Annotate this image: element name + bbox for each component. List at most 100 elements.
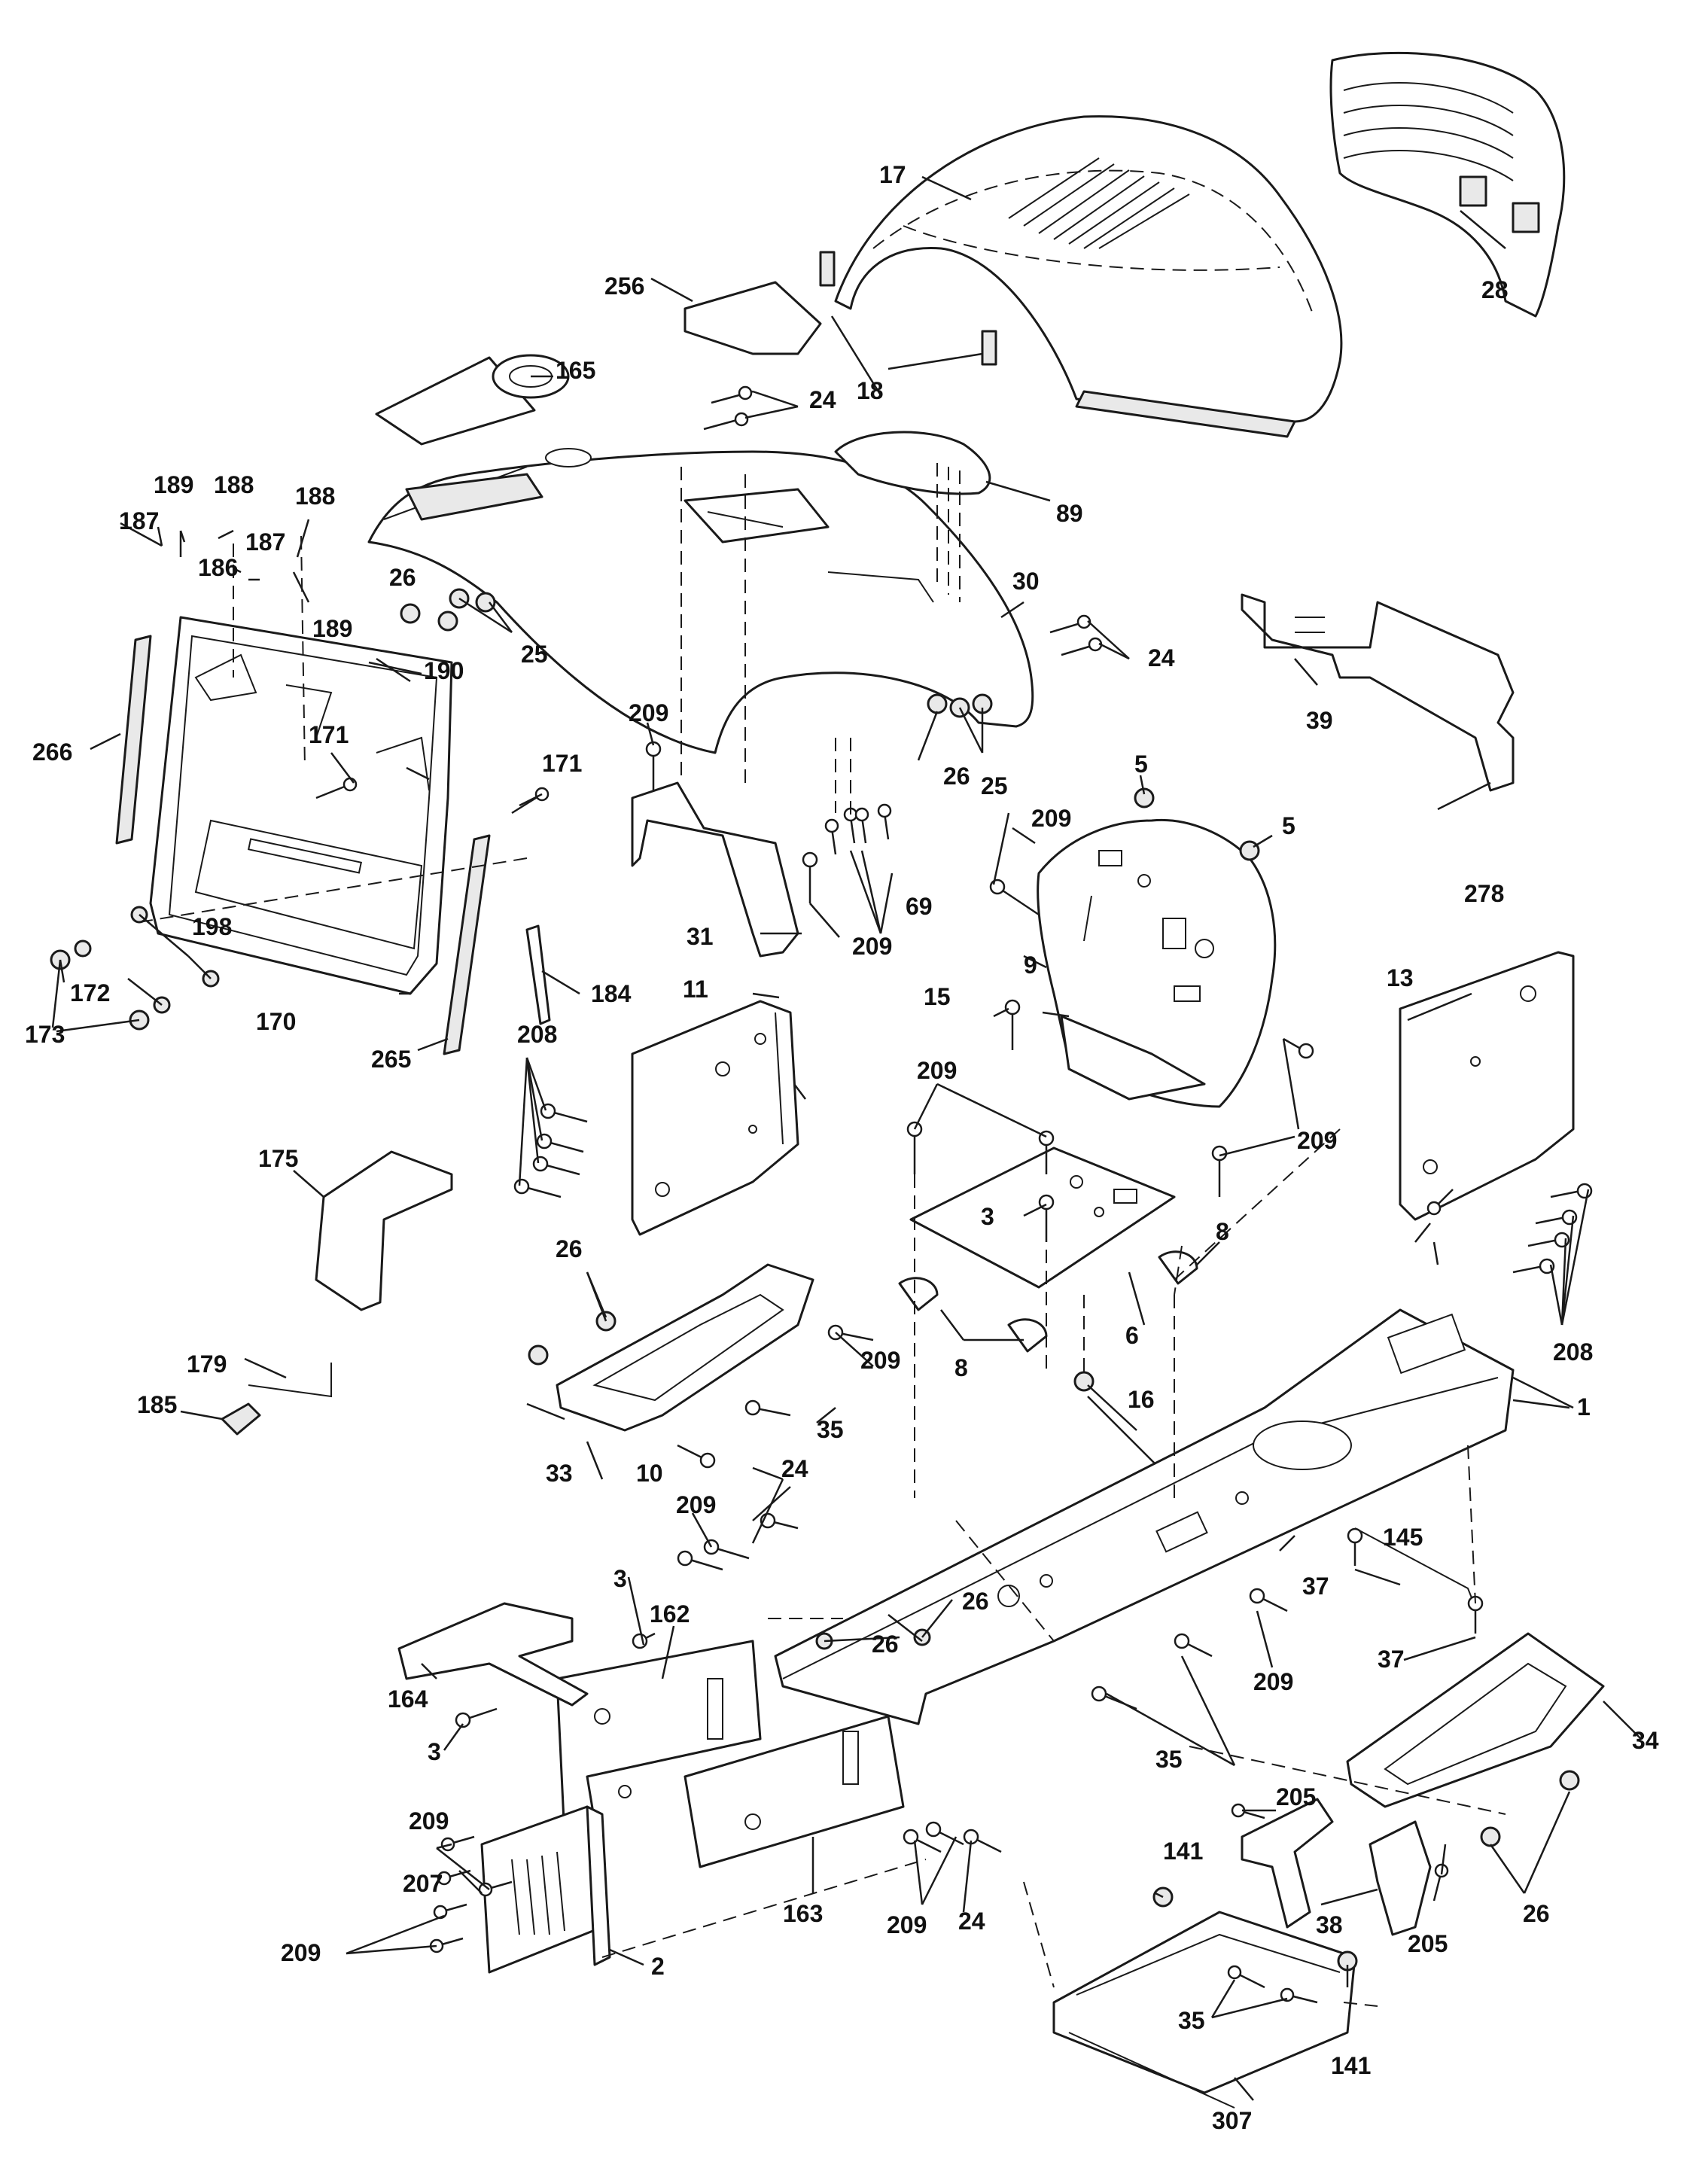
- callout-208-a: 208: [517, 1021, 557, 1048]
- callout-11: 11: [683, 976, 708, 1003]
- callout-26-e: 26: [872, 1631, 899, 1658]
- callout-6: 6: [1125, 1322, 1139, 1349]
- fuel-door-part-165: [375, 354, 570, 446]
- rod-part-184: [525, 924, 551, 1025]
- callout-198: 198: [192, 913, 232, 940]
- callout-17: 17: [879, 161, 906, 188]
- callout-209-b: 209: [1031, 805, 1071, 832]
- side-panel-part-11: [631, 1000, 799, 1236]
- knob-part-185: [221, 1402, 261, 1436]
- bracket-part-164: [397, 1602, 589, 1707]
- callout-165: 165: [556, 357, 595, 384]
- callout-25-b: 25: [981, 772, 1008, 799]
- callout-170: 170: [256, 1008, 296, 1035]
- callout-24-d: 24: [958, 1908, 985, 1935]
- callout-205-a: 205: [1276, 1783, 1316, 1810]
- callout-9: 9: [1024, 952, 1037, 979]
- callout-37-b: 37: [1378, 1646, 1405, 1673]
- callout-15: 15: [924, 983, 951, 1010]
- side-panel-part-13: [1399, 951, 1575, 1221]
- callout-209-i: 209: [409, 1807, 449, 1835]
- callout-209-k: 209: [281, 1939, 321, 1966]
- callout-5-b: 5: [1282, 812, 1295, 839]
- callout-3-a: 3: [981, 1203, 994, 1230]
- callout-25-a: 25: [521, 641, 548, 668]
- callout-2: 2: [651, 1953, 665, 1980]
- callout-30: 30: [1012, 568, 1040, 595]
- callout-184: 184: [591, 980, 632, 1007]
- callout-208-b: 208: [1553, 1338, 1593, 1366]
- callout-8-b: 8: [954, 1354, 968, 1381]
- footrest-part-34: [1346, 1632, 1605, 1808]
- callout-162: 162: [650, 1600, 690, 1628]
- callout-35-c: 35: [1178, 2007, 1205, 2034]
- callout-24-b: 24: [1148, 644, 1175, 671]
- deflector-part-175: [315, 1150, 453, 1311]
- callout-205-b: 205: [1408, 1930, 1448, 1957]
- callout-171-a: 171: [309, 721, 349, 748]
- callout-187-b: 187: [245, 528, 285, 556]
- callout-172: 172: [70, 979, 110, 1006]
- callout-3-b: 3: [613, 1565, 627, 1592]
- callout-175: 175: [258, 1145, 298, 1172]
- callout-188-a: 188: [214, 471, 254, 498]
- callout-307: 307: [1212, 2107, 1252, 2134]
- callout-186: 186: [198, 554, 238, 581]
- callout-26-f: 26: [1523, 1900, 1550, 1927]
- tank-cover-part-89: [834, 431, 991, 495]
- seal-part-265: [443, 834, 491, 1055]
- callout-34: 34: [1632, 1727, 1659, 1754]
- grille-part-28: [1329, 51, 1566, 318]
- fender-part-30: [367, 448, 1034, 754]
- callout-26-c: 26: [556, 1235, 583, 1262]
- lever-part-179: [248, 1363, 332, 1398]
- callout-209-h: 209: [1253, 1668, 1293, 1695]
- callout-69: 69: [906, 893, 933, 920]
- bracket-part-38-b: [1369, 1820, 1432, 1936]
- front-panel-part-170: [149, 616, 453, 995]
- callout-5-a: 5: [1134, 751, 1148, 778]
- callout-188-b: 188: [295, 483, 335, 510]
- cover-part-256: [684, 281, 822, 355]
- callout-10: 10: [636, 1460, 663, 1487]
- callout-37-a: 37: [1302, 1573, 1329, 1600]
- callout-256: 256: [604, 273, 644, 300]
- callout-209-d: 209: [917, 1057, 957, 1084]
- seal-part-266: [115, 635, 152, 845]
- callout-190: 190: [424, 657, 464, 684]
- callout-185: 185: [137, 1391, 177, 1418]
- callout-89: 89: [1056, 500, 1083, 527]
- callout-163: 163: [783, 1900, 823, 1927]
- callout-266: 266: [32, 738, 72, 766]
- callout-18: 18: [857, 377, 884, 404]
- bumper-part-18-lower: [981, 330, 997, 366]
- footrest-part-33: [556, 1263, 814, 1432]
- bracket-part-38-a: [1241, 1798, 1334, 1929]
- plate-part-6: [909, 1146, 1176, 1289]
- callout-278: 278: [1464, 880, 1504, 907]
- callout-26-b: 26: [943, 763, 970, 790]
- callout-26-d: 26: [962, 1588, 989, 1615]
- callout-209-e: 209: [1297, 1127, 1337, 1154]
- callout-1: 1: [1577, 1393, 1591, 1421]
- callout-173: 173: [25, 1021, 65, 1048]
- callout-3-c: 3: [428, 1738, 441, 1765]
- callout-24-c: 24: [781, 1455, 808, 1482]
- hitch-plate-part-2: [480, 1805, 611, 1974]
- frame-part-1: [774, 1308, 1515, 1725]
- callout-31: 31: [687, 923, 714, 950]
- callout-26-a: 26: [389, 564, 416, 591]
- callout-38: 38: [1316, 1911, 1343, 1938]
- bumper-part-18-upper: [819, 251, 836, 287]
- callout-189-a: 189: [154, 471, 193, 498]
- clip-part-8-b: [1007, 1318, 1048, 1353]
- side-rail-part-163: [684, 1715, 905, 1868]
- hardware-group: [50, 385, 1593, 2004]
- callout-189-b: 189: [312, 615, 352, 642]
- callout-187-a: 187: [119, 507, 159, 534]
- callout-164: 164: [388, 1685, 428, 1713]
- callout-24-a: 24: [809, 386, 836, 413]
- callout-207: 207: [403, 1870, 443, 1897]
- callout-265: 265: [371, 1046, 411, 1073]
